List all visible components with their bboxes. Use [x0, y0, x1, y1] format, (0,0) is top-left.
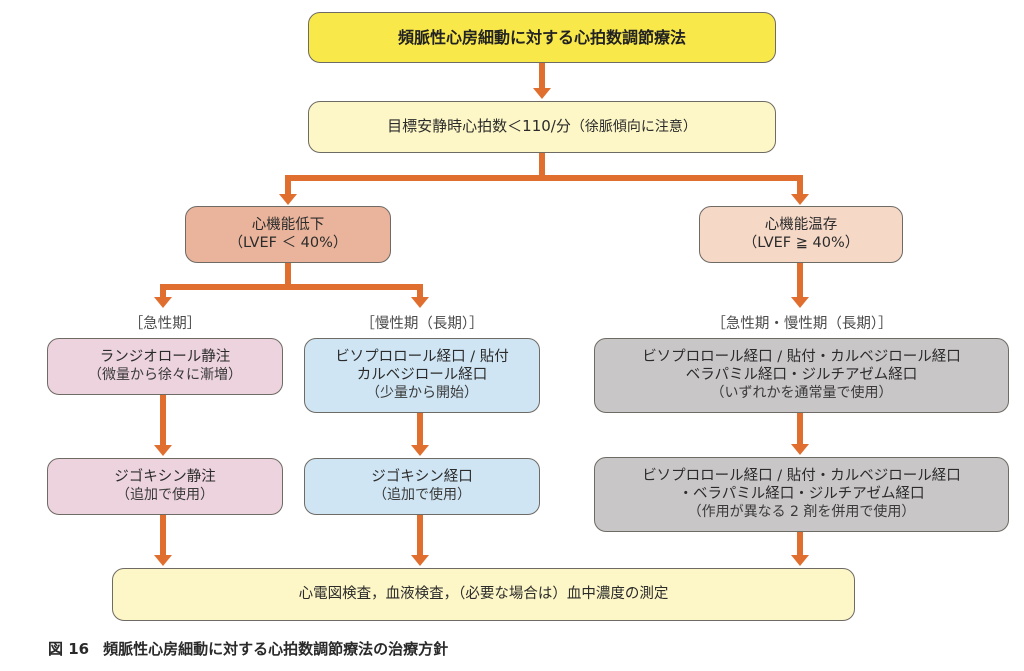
preserved-function-criterion: （LVEF ≧ 40%） [742, 234, 860, 251]
figure-caption: 図 16 頻脈性心房細動に対する心拍数調節療法の治療方針 [48, 638, 448, 659]
preserved-combination-box: ビソプロロール経口 / 貼付・カルベジロール経口 ・ベラパミル経口・ジルチアゼム… [594, 457, 1009, 532]
arrow-combination-to-monitoring-arrowhead-icon [791, 555, 809, 566]
arrow-to-preserved-arrowhead-icon [791, 194, 809, 205]
title-text: 頻脈性心房細動に対する心拍数調節療法 [397, 27, 686, 47]
preserved-single-agent-line2: ベラパミル経口・ジルチアゼム経口 [685, 366, 918, 383]
monitoring-box: 心電図検査，血液検査，（必要な場合は）血中濃度の測定 [112, 568, 855, 621]
preserved-combination-line2: ・ベラパミル経口・ジルチアゼム経口 [678, 485, 925, 502]
arrow-digoxin-iv-to-monitoring-arrowhead-icon [154, 555, 172, 566]
arrow-beta-to-digoxin-arrowhead-icon [411, 445, 429, 456]
arrow-to-chronic-arrowhead-icon [411, 297, 429, 308]
landiolol-iv-text: ランジオロール静注 [99, 349, 231, 366]
acute-phase-label: ［急性期］ [128, 316, 202, 332]
arrow-to-acute-arrowhead-icon [154, 297, 172, 308]
target-heart-rate-box: 目標安静時心拍数＜110/分（徐脈傾向に注意） [308, 101, 776, 153]
chronic-phase-label: ［慢性期（長期）］ [360, 316, 484, 332]
preserved-function-label: 心機能温存 [764, 216, 838, 233]
preserved-single-agent-line1: ビソプロロール経口 / 貼付・カルベジロール経口 [642, 349, 961, 366]
digoxin-iv-note: （追加で使用） [116, 486, 214, 503]
carvedilol-text: カルベジロール経口 [356, 366, 488, 383]
preserved-function-box: 心機能温存 （LVEF ≧ 40%） [699, 206, 903, 263]
digoxin-iv-text: ジゴキシン静注 [114, 469, 216, 486]
arrow-to-preserved-phase-arrowhead-icon [791, 297, 809, 308]
preserved-combination-note: （作用が異なる 2 剤を併用で使用） [687, 503, 916, 520]
bisoprolol-text: ビソプロロール経口 / 貼付 [335, 349, 509, 366]
figure-number: 図 16 [48, 640, 90, 658]
arrow-single-to-combination-arrowhead-icon [791, 444, 809, 455]
arrow-title-to-target-arrowhead-icon [533, 88, 551, 99]
arrow-to-reduced-arrowhead-icon [279, 194, 297, 205]
target-heart-rate-line: 目標安静時心拍数＜110/分（徐脈傾向に注意） [387, 117, 697, 136]
arrow-landiolol-to-digoxin-arrowhead-icon [154, 445, 172, 456]
landiolol-iv-box: ランジオロール静注 （微量から徐々に漸増） [47, 338, 283, 395]
arrow-digoxin-oral-to-monitoring-arrowhead-icon [411, 555, 429, 566]
figure-caption-text: 頻脈性心房細動に対する心拍数調節療法の治療方針 [103, 640, 449, 658]
monitoring-text: 心電図検査，血液検査，（必要な場合は）血中濃度の測定 [298, 585, 669, 602]
target-heart-rate-note: （徐脈傾向に注意） [570, 119, 697, 136]
preserved-single-agent-box: ビソプロロール経口 / 貼付・カルベジロール経口 ベラパミル経口・ジルチアゼム経… [594, 338, 1009, 413]
digoxin-iv-box: ジゴキシン静注 （追加で使用） [47, 458, 283, 515]
digoxin-oral-note: （追加で使用） [373, 486, 471, 503]
reduced-function-criterion: （LVEF ＜ 40%） [228, 234, 348, 251]
title-box: 頻脈性心房細動に対する心拍数調節療法 [308, 12, 776, 63]
preserved-phase-label: ［急性期・慢性期（長期）］ [711, 316, 893, 332]
target-heart-rate-text: 目標安静時心拍数＜110/分 [387, 117, 571, 136]
preserved-single-agent-note: （いずれかを通常量で使用） [710, 384, 893, 401]
landiolol-iv-note: （微量から徐々に漸増） [88, 366, 242, 383]
beta-blocker-oral-box: ビソプロロール経口 / 貼付 カルベジロール経口 （少量から開始） [304, 338, 540, 413]
reduced-function-box: 心機能低下 （LVEF ＜ 40%） [185, 206, 391, 263]
digoxin-oral-text: ジゴキシン経口 [371, 469, 473, 486]
reduced-function-label: 心機能低下 [251, 216, 325, 233]
beta-blocker-note: （少量から開始） [366, 384, 478, 401]
digoxin-oral-box: ジゴキシン経口 （追加で使用） [304, 458, 540, 515]
preserved-combination-line1: ビソプロロール経口 / 貼付・カルベジロール経口 [642, 468, 961, 485]
